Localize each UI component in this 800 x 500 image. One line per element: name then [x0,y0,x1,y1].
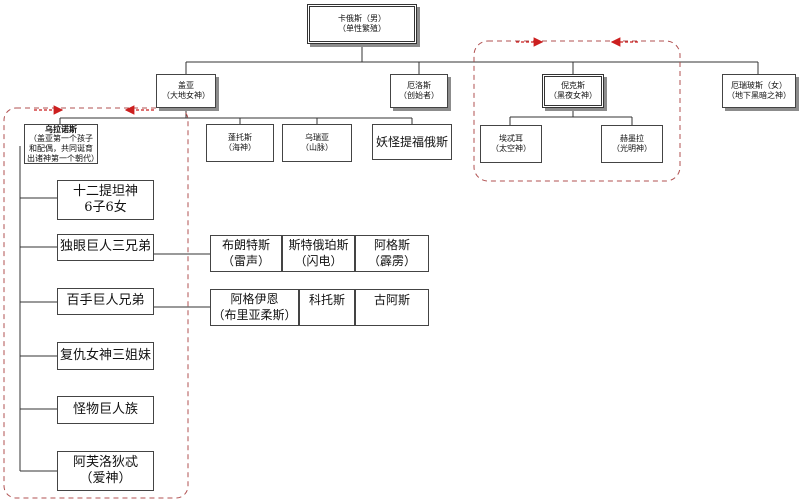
child-node-giants: 怪物巨人族 [57,396,154,424]
erebus-role: （地下黑暗之神） [727,91,791,100]
erebus-node: 厄瑞玻斯（女） （地下黑暗之神） [722,74,796,108]
nyx-node: 倪克斯 （黑夜女神） [542,74,604,108]
cyclops-cell: 阿格斯 （霹雳） [355,235,429,272]
hemera-node: 赫墨拉 （光明神） [601,125,663,163]
cyclops-name: 布朗特斯 [221,237,270,252]
pontus-node: 蓬托斯 （海神） [206,124,274,162]
pontus-name: 蓬托斯 [228,133,252,142]
child-node-erinyes: 复仇女神三姐妹 [57,342,154,370]
chaos-node: 卡俄斯（男） （单性繁殖） [307,4,417,44]
ourea-role: （山脉） [301,143,333,152]
child-node-titans: 十二提坦神 6子6女 [57,180,154,220]
hemera-role: （光明神） [612,144,652,153]
hundred-handed-name: 科托斯 [308,293,345,307]
chaos-role: （单性繁殖） [338,24,386,33]
cyclops-cell: 斯特俄珀斯 （闪电） [282,235,355,272]
eros-node: 厄洛斯 （创始者） [390,74,448,108]
child-name: 百手巨人兄弟 [66,293,145,309]
hundred-handed-cell: 科托斯 [299,289,355,326]
aether-role: （太空神） [491,144,531,153]
gaia-name: 盖亚 [178,81,194,90]
ourea-node: 乌瑞亚 （山脉） [282,124,352,162]
gaia-role: （大地女神） [162,91,210,100]
nyx-role: （黑夜女神） [549,91,597,100]
uranus-name: 乌拉诺斯 [45,124,77,134]
eros-role: （创始者） [399,91,439,100]
child-name: 复仇女神三姐妹 [59,347,151,363]
child-sub: （爱神） [79,471,132,486]
hundred-handed-cell: 古阿斯 [355,289,429,326]
typhon-name: 妖怪提福俄斯 [375,134,448,149]
uranus-note: （盖亚第一个孩子和配偶，共同诞育出诸神第一个朝代） [27,134,98,163]
uranus-node: 乌拉诺斯 （盖亚第一个孩子和配偶，共同诞育出诸神第一个朝代） [24,124,98,164]
nyx-group-outline [473,40,681,182]
child-name: 十二提坦神 [72,183,138,199]
cyclops-name: 阿格斯 [373,237,410,252]
ourea-name: 乌瑞亚 [305,133,329,142]
pontus-role: （海神） [224,143,256,152]
typhon-node: 妖怪提福俄斯 [372,124,452,160]
hundred-handed-cell: 阿格伊恩 （布里亚柔斯） [210,289,299,326]
cyclops-cell: 布朗特斯 （雷声） [210,235,282,272]
hemera-name: 赫墨拉 [620,134,644,143]
child-name: 怪物巨人族 [72,401,138,417]
cyclops-role: （霹雳） [367,253,416,268]
child-sub: 6子6女 [84,200,127,215]
hundred-handed-name: 古阿斯 [373,293,410,307]
gaia-node: 盖亚 （大地女神） [156,74,216,108]
cyclops-role: （雷声） [221,253,270,268]
aether-node: 埃忒耳 （太空神） [480,125,542,163]
erebus-name: 厄瑞玻斯（女） [731,81,787,90]
hundred-handed-name: 阿格伊恩 [230,291,279,306]
chaos-name: 卡俄斯（男） [338,14,386,23]
child-node-hecatoncheires: 百手巨人兄弟 [57,288,154,315]
cyclops-role: （闪电） [294,253,343,268]
child-node-aphrodite: 阿芙洛狄忒 （爱神） [57,451,154,491]
nyx-name: 倪克斯 [561,81,585,90]
child-name: 独眼巨人三兄弟 [59,239,151,255]
child-name: 阿芙洛狄忒 [72,454,138,470]
hundred-handed-role: （布里亚柔斯） [212,307,297,322]
cyclops-name: 斯特俄珀斯 [288,237,349,252]
child-node-cyclopes: 独眼巨人三兄弟 [57,234,154,261]
aether-name: 埃忒耳 [499,134,523,143]
eros-name: 厄洛斯 [407,81,431,90]
uranus-group-outline [3,107,189,499]
